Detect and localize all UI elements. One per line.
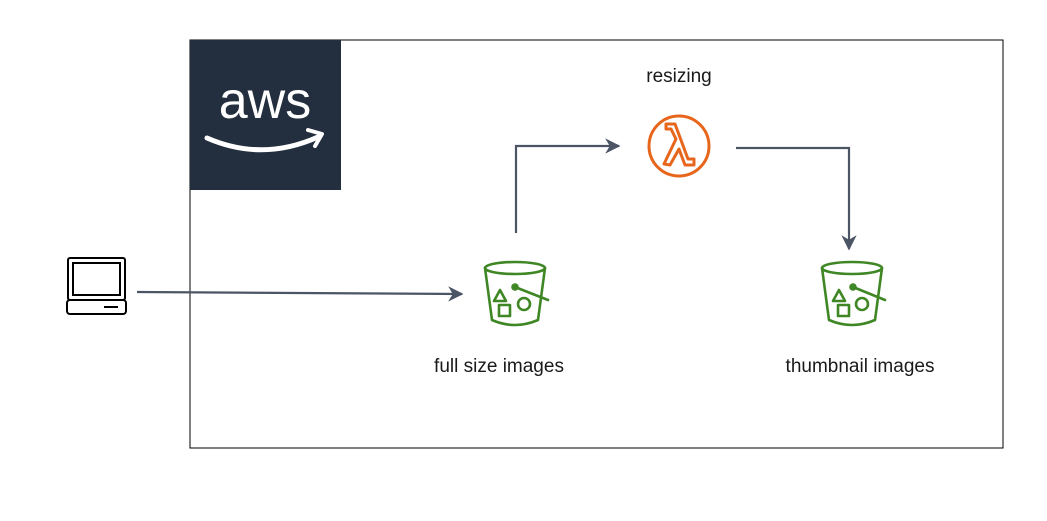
s3-bucket-thumbnail-icon (820, 260, 887, 327)
lambda-icon (647, 114, 711, 178)
aws-smile-icon (204, 134, 321, 153)
s3-bucket-full-icon (483, 260, 550, 327)
arrow-lambda-to-bucket (736, 146, 857, 251)
source-bucket-label: full size images (434, 356, 564, 377)
lambda-label: resizing (646, 66, 712, 87)
target-bucket-label: thumbnail images (785, 356, 935, 377)
arrow-laptop-to-bucket (136, 286, 464, 302)
aws-logo-text: aws (219, 72, 311, 130)
laptop-icon (66, 257, 127, 315)
aws-cloud-boundary (189, 39, 1004, 449)
aws-logo: aws (190, 40, 341, 190)
arrow-bucket-to-lambda (514, 138, 621, 233)
